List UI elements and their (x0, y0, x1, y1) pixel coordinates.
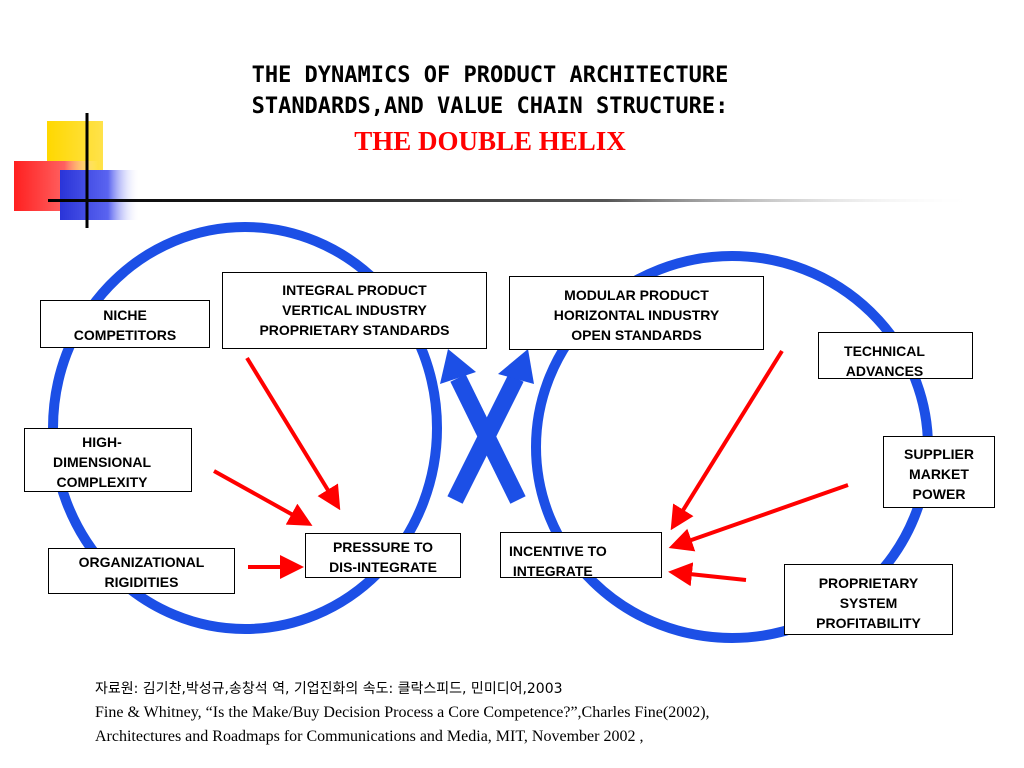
slide-subtitle: THE DOUBLE HELIX (354, 126, 626, 156)
arrow-profitability-to-incentive (668, 562, 747, 587)
source-citation: 자료원: 김기찬,박성규,송창석 역, 기업진화의 속도: 클락스피드, 민미디… (95, 677, 995, 749)
technical-advances-box: TECHNICAL ADVANCES (818, 332, 973, 379)
box-line: INCENTIVE TO (509, 543, 607, 559)
title-line-1: THE DYNAMICS OF PRODUCT ARCHITECTURE (251, 63, 729, 88)
blue-arrow-to-modular (447, 374, 524, 504)
incentive-to-integrate-box: INCENTIVE TO INTEGRATE (500, 532, 662, 579)
supplier-market-power-box: SUPPLIER MARKET POWER (883, 436, 995, 508)
blue-square (60, 170, 140, 220)
red-arrows (213, 349, 849, 587)
box-line: HORIZONTAL INDUSTRY (553, 307, 720, 323)
source-line-3: Architectures and Roadmaps for Communica… (95, 728, 644, 745)
box-line: NICHE (103, 307, 147, 323)
slide-title: THE DYNAMICS OF PRODUCT ARCHITECTURE STA… (150, 60, 830, 122)
blue-arrowhead-left (440, 349, 476, 384)
horizontal-rule (48, 199, 978, 202)
source-line-korean: 자료원: 김기찬,박성규,송창석 역, 기업진화의 속도: 클락스피드, 민미디… (95, 681, 563, 697)
high-dimensional-complexity-box: HIGH- DIMENSIONAL COMPLEXITY (24, 428, 192, 492)
arrow-complexity-to-pressure (213, 469, 313, 526)
niche-competitors-box: NICHE COMPETITORS (40, 300, 210, 348)
source-line-2: Fine & Whitney, “Is the Make/Buy Decisio… (95, 704, 710, 721)
box-line: OPEN STANDARDS (571, 327, 702, 343)
organizational-rigidities-box: ORGANIZATIONAL RIGIDITIES (48, 548, 235, 594)
box-line: PRESSURE TO (332, 539, 434, 555)
pressure-to-disintegrate-box: PRESSURE TO DIS-INTEGRATE (305, 533, 461, 578)
proprietary-system-profitability-box: PROPRIETARY SYSTEM PROFITABILITY (784, 564, 953, 635)
box-line: POWER (912, 486, 966, 502)
box-line: MARKET (909, 466, 969, 482)
box-line: INTEGRAL PRODUCT (282, 282, 427, 298)
box-line: ORGANIZATIONAL (78, 554, 205, 570)
box-line: COMPLEXITY (56, 474, 148, 490)
box-line: SUPPLIER (903, 446, 974, 462)
box-line: RIGIDITIES (104, 574, 179, 590)
title-line-2: STANDARDS,AND VALUE CHAIN STRUCTURE: (251, 94, 729, 119)
box-line: PROPRIETARY (818, 575, 919, 591)
corner-decoration (14, 113, 978, 228)
box-line: HIGH- (82, 434, 122, 450)
box-line: INTEGRATE (509, 563, 593, 579)
box-line: SYSTEM (839, 595, 898, 611)
blue-cross-arrows (440, 349, 534, 504)
box-line: TECHNICAL (844, 343, 925, 359)
blue-arrowhead-right (498, 349, 534, 384)
box-line: DIS-INTEGRATE (329, 559, 437, 575)
modular-product-box: MODULAR PRODUCT HORIZONTAL INDUSTRY OPEN… (509, 276, 764, 350)
arrow-supplier-to-incentive (668, 483, 849, 552)
arrow-integral-to-pressure (245, 356, 341, 511)
box-line: PROPRIETARY STANDARDS (259, 322, 450, 338)
box-line: MODULAR PRODUCT (564, 287, 709, 303)
box-line: DIMENSIONAL (53, 454, 151, 470)
box-line: ADVANCES (845, 363, 924, 379)
integral-product-box: INTEGRAL PRODUCT VERTICAL INDUSTRY PROPR… (222, 272, 487, 349)
box-line: VERTICAL INDUSTRY (282, 302, 427, 318)
box-line: PROFITABILITY (816, 615, 921, 631)
box-line: COMPETITORS (73, 327, 177, 343)
arrow-technical-to-incentive (670, 349, 784, 531)
